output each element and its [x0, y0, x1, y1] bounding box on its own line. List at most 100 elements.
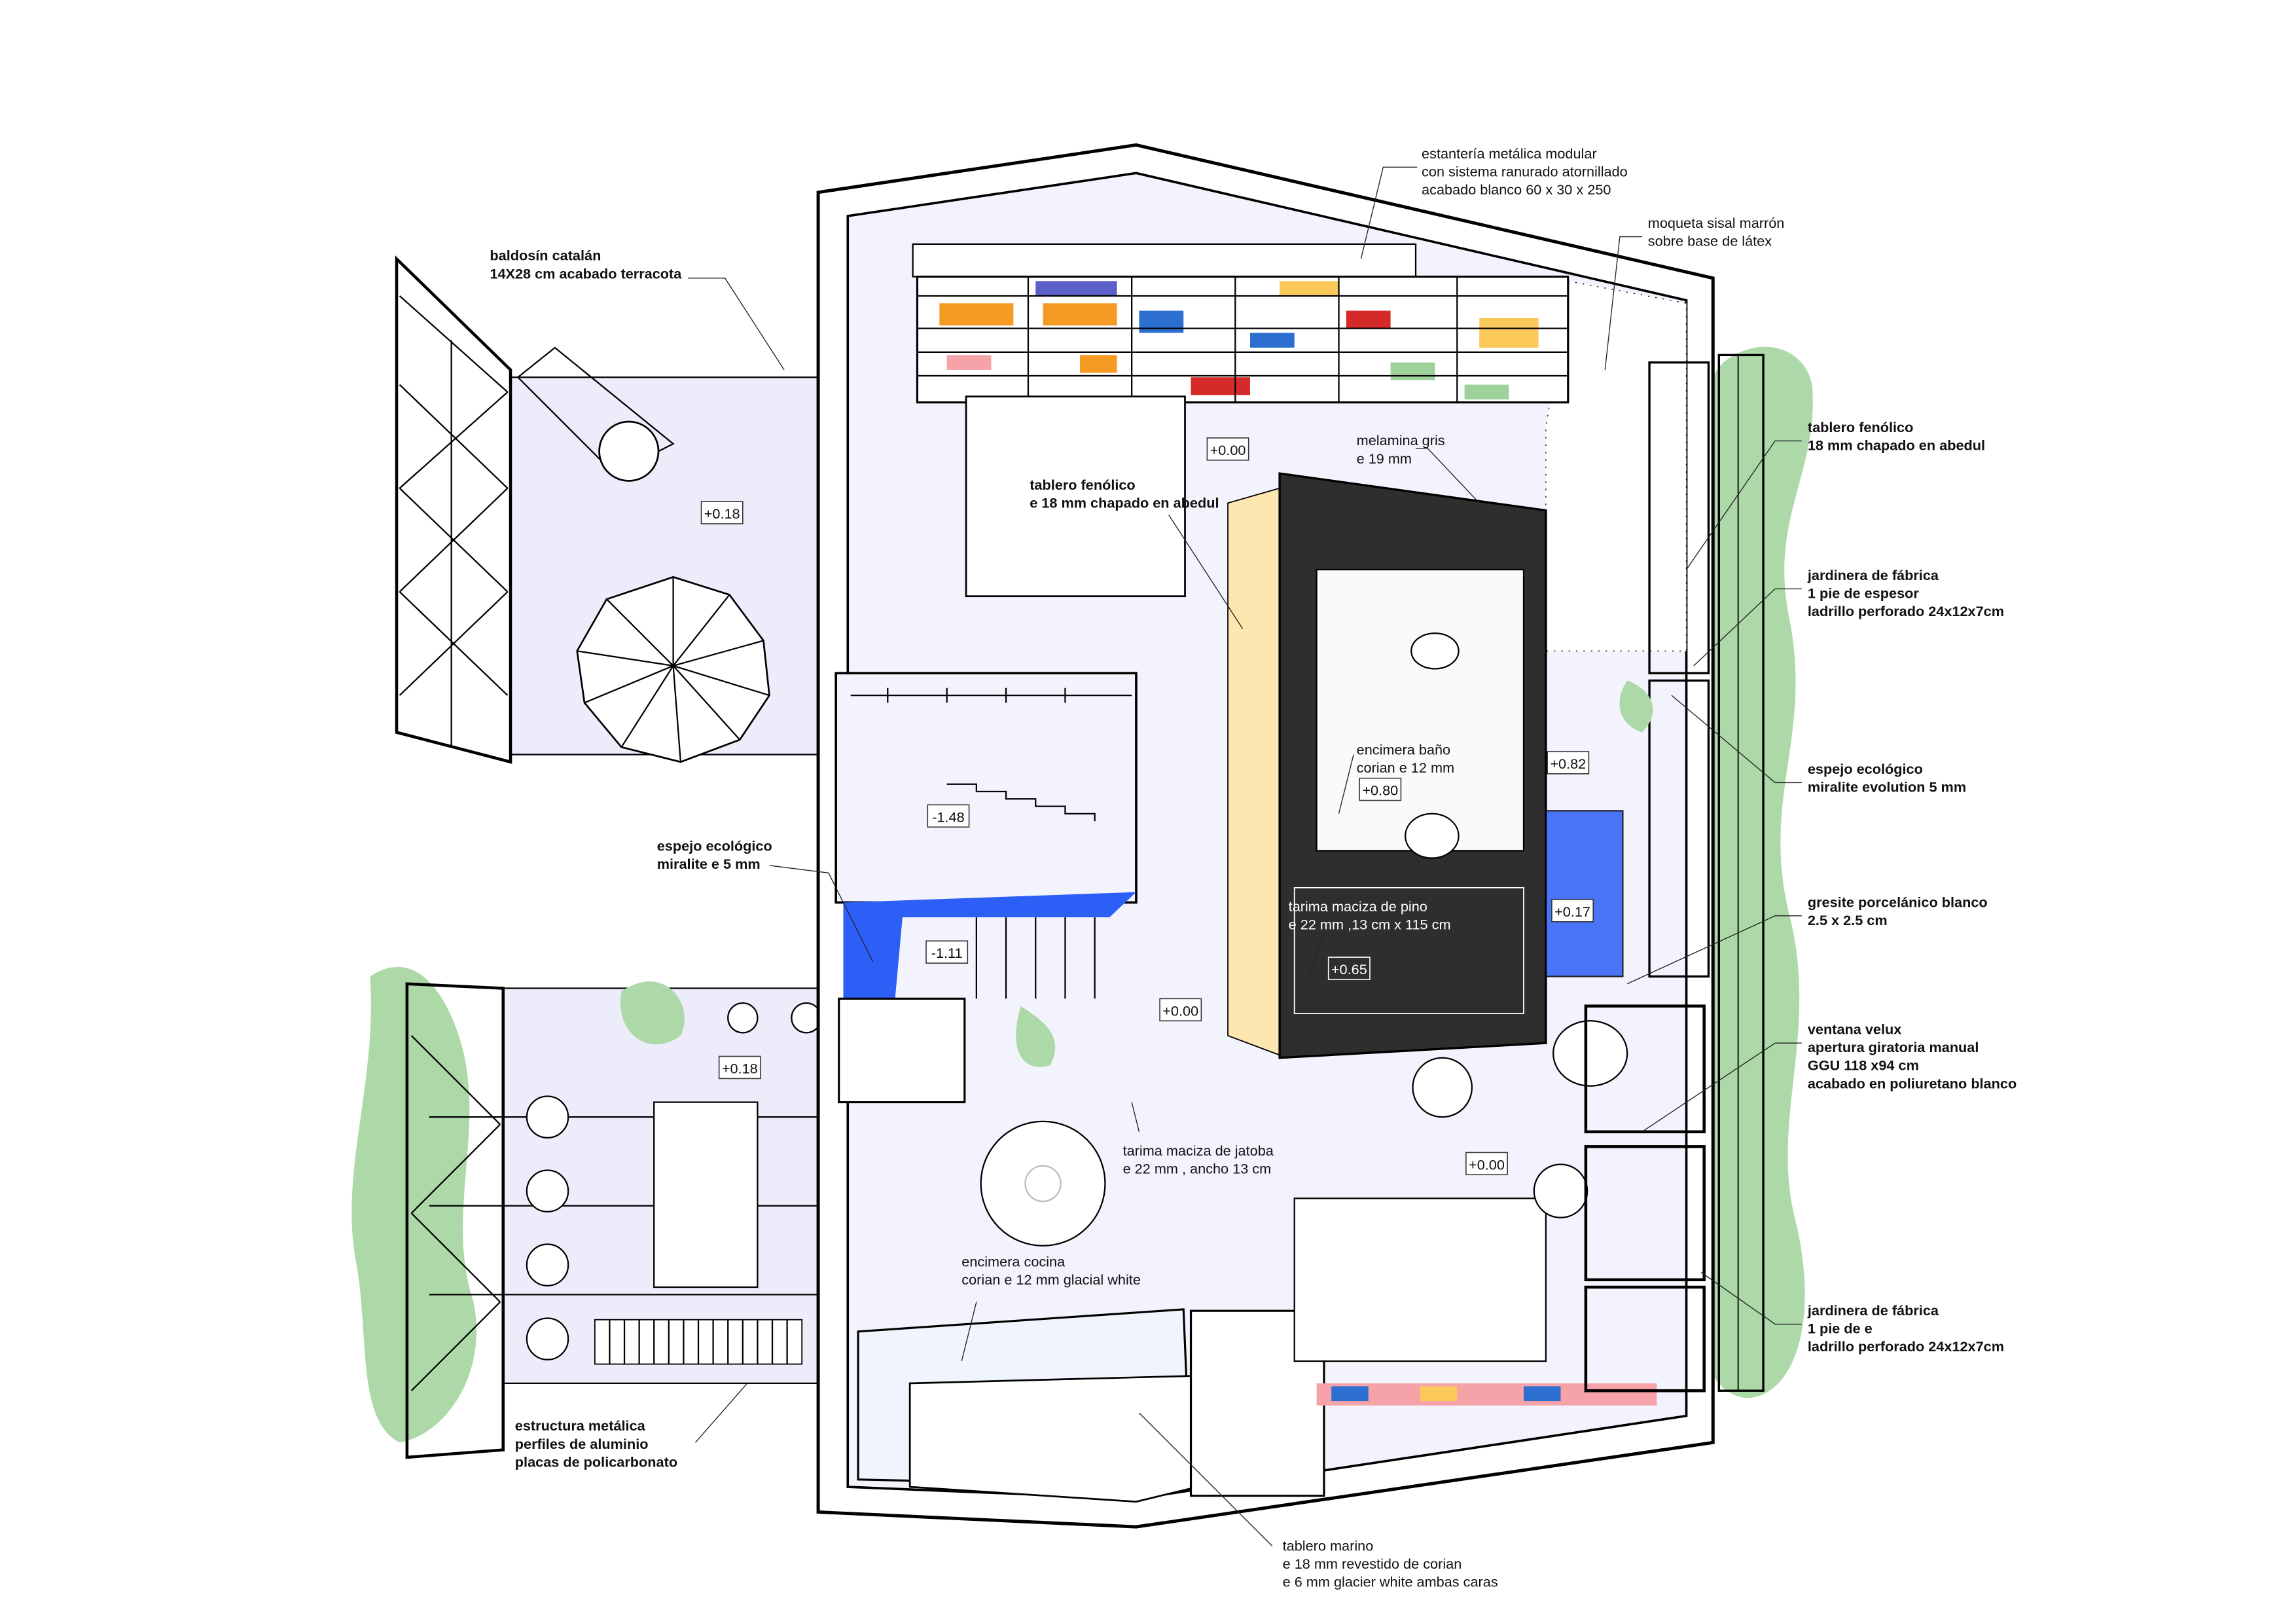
level-value: +0.18: [704, 505, 740, 522]
leader-line: [1626, 915, 1802, 985]
annotation-line: 1 pie de e: [1808, 1321, 1873, 1337]
level-value: +0.80: [1362, 782, 1398, 799]
annotation-line: sobre base de látex: [1648, 233, 1772, 249]
lounge-chair-icon: [516, 346, 675, 482]
leader-line: [1360, 166, 1418, 259]
annotation-line: perfiles de aluminio: [515, 1436, 649, 1452]
level-marker: +0.18: [718, 1055, 761, 1080]
level-value: +0.18: [722, 1060, 758, 1076]
toilet-icon: [1410, 632, 1460, 670]
level-value: +0.82: [1550, 756, 1586, 772]
level-markers: +0.18+0.00-1.48-1.11+0.82+0.80+0.17+0.65…: [700, 437, 1594, 1176]
annotation-line: corian e 12 mm: [1357, 759, 1454, 776]
leader-line: [1686, 440, 1802, 570]
annotation-tarima-pino: tarima maciza de pino e 22 mm ,13 cm x 11…: [1289, 898, 1451, 933]
annotation-line: estantería metálica modular: [1422, 145, 1597, 162]
level-value: -1.48: [932, 809, 964, 825]
annotation-line: 18 mm chapado en abedul: [1808, 437, 1985, 453]
sofa: [1293, 1197, 1657, 1406]
plant-icon: [1619, 680, 1653, 733]
annotation-line: ladrillo perforado 24x12x7cm: [1808, 603, 2004, 619]
level-value: +0.65: [1331, 961, 1367, 977]
level-marker: +0.82: [1547, 751, 1590, 775]
annotation-line: tablero fenólico: [1808, 419, 1913, 435]
annotation-line: 1 pie de espesor: [1808, 585, 1920, 601]
leader-line: [1700, 1271, 1802, 1325]
leader-line: [1168, 515, 1244, 629]
annotation-line: 14X28 cm acabado terracota: [490, 265, 682, 282]
birch-panel: [1227, 487, 1288, 1059]
level-value: +0.17: [1554, 903, 1590, 920]
annotation-line: ventana velux: [1808, 1021, 1901, 1038]
annotation-line: GGU 118 x94 cm: [1808, 1057, 1919, 1074]
annotation-line: ladrillo perforado 24x12x7cm: [1808, 1338, 2004, 1355]
bed: [965, 395, 1186, 598]
annotation-line: miralite e 5 mm: [657, 856, 761, 872]
level-marker: -1.48: [927, 804, 970, 828]
annotation-tablero-fenolico-right: tablero fenólico 18 mm chapado en abedul: [1808, 419, 1985, 454]
annotation-line: tarima maciza de pino: [1289, 898, 1427, 915]
leader-line: [1338, 754, 1354, 814]
level-value: +0.00: [1162, 1002, 1198, 1019]
annotation-line: melamina gris: [1357, 432, 1445, 448]
level-marker: +0.00: [1206, 437, 1249, 461]
annotation-line: e 19 mm: [1357, 450, 1412, 467]
toilet-icon: [1405, 812, 1460, 859]
annotation-line: jardinera de fábrica: [1807, 567, 1939, 583]
annotation-line: corian e 12 mm glacial white: [961, 1271, 1141, 1288]
annotation-line: e 18 mm chapado en abedul: [1030, 495, 1219, 511]
annotation-encimera-bano: encimera baño corian e 12 mm: [1357, 741, 1454, 776]
annotation-line: acabado blanco 60 x 30 x 250: [1422, 181, 1611, 198]
annotation-line: moqueta sisal marrón: [1648, 215, 1785, 231]
leader-line: [1308, 932, 1325, 977]
planter-greenery: [1696, 346, 1813, 1398]
stairwell: [834, 672, 1138, 999]
plant-icon: [1016, 1006, 1056, 1067]
annotation-line: espejo ecológico: [1808, 761, 1923, 777]
leader-line: [961, 1302, 977, 1362]
annotation-line: con sistema ranurado atornillado: [1422, 163, 1628, 179]
annotation-line: tablero marino: [1283, 1537, 1374, 1554]
annotation-line: e 18 mm revestido de corian: [1283, 1556, 1462, 1572]
annotation-line: encimera baño: [1357, 741, 1450, 757]
annotation-line: jardinera de fábrica: [1807, 1302, 1939, 1319]
annotation-line: estructura metálica: [515, 1417, 646, 1434]
annotation-leaders: [688, 166, 1802, 1546]
annotation-line: e 22 mm ,13 cm x 115 cm: [1289, 917, 1451, 933]
leader-line: [1671, 695, 1802, 784]
lower-terrace: [351, 966, 822, 1459]
annotation-line: tarima maciza de jatoba: [1123, 1142, 1274, 1159]
annotation-line: 2.5 x 2.5 cm: [1808, 912, 1888, 928]
annotation-jardinera-1: jardinera de fábrica 1 pie de espesor ladr…: [1807, 567, 2004, 619]
shower-tiles-blue: [1545, 810, 1624, 977]
annotation-line: apertura giratoria manual: [1808, 1039, 1979, 1055]
annotation-tablero-marino: tablero marino e 18 mm revestido de coria…: [1283, 1537, 1498, 1590]
side-table: [1533, 1163, 1588, 1218]
annotation-line: placas de policarbonato: [515, 1453, 677, 1470]
level-marker: +0.00: [1465, 1152, 1508, 1176]
level-marker: +0.17: [1551, 899, 1594, 922]
level-marker: +0.80: [1359, 777, 1402, 801]
annotation-line: acabado en poliuretano blanco: [1808, 1075, 2017, 1091]
leader-line: [1138, 1412, 1273, 1546]
annotation-line: e 22 mm , ancho 13 cm: [1123, 1160, 1272, 1176]
leader-line: [1693, 588, 1802, 666]
annotation-line: espejo ecológico: [657, 837, 772, 854]
level-value: +0.00: [1210, 442, 1246, 458]
leader-line: [1416, 448, 1480, 503]
annotation-line: miralite evolution 5 mm: [1808, 778, 1966, 795]
annotation-line: baldosín catalán: [490, 247, 601, 264]
annotation-espejo-left: espejo ecológico miralite e 5 mm: [657, 837, 772, 872]
level-marker: +0.65: [1327, 957, 1371, 980]
